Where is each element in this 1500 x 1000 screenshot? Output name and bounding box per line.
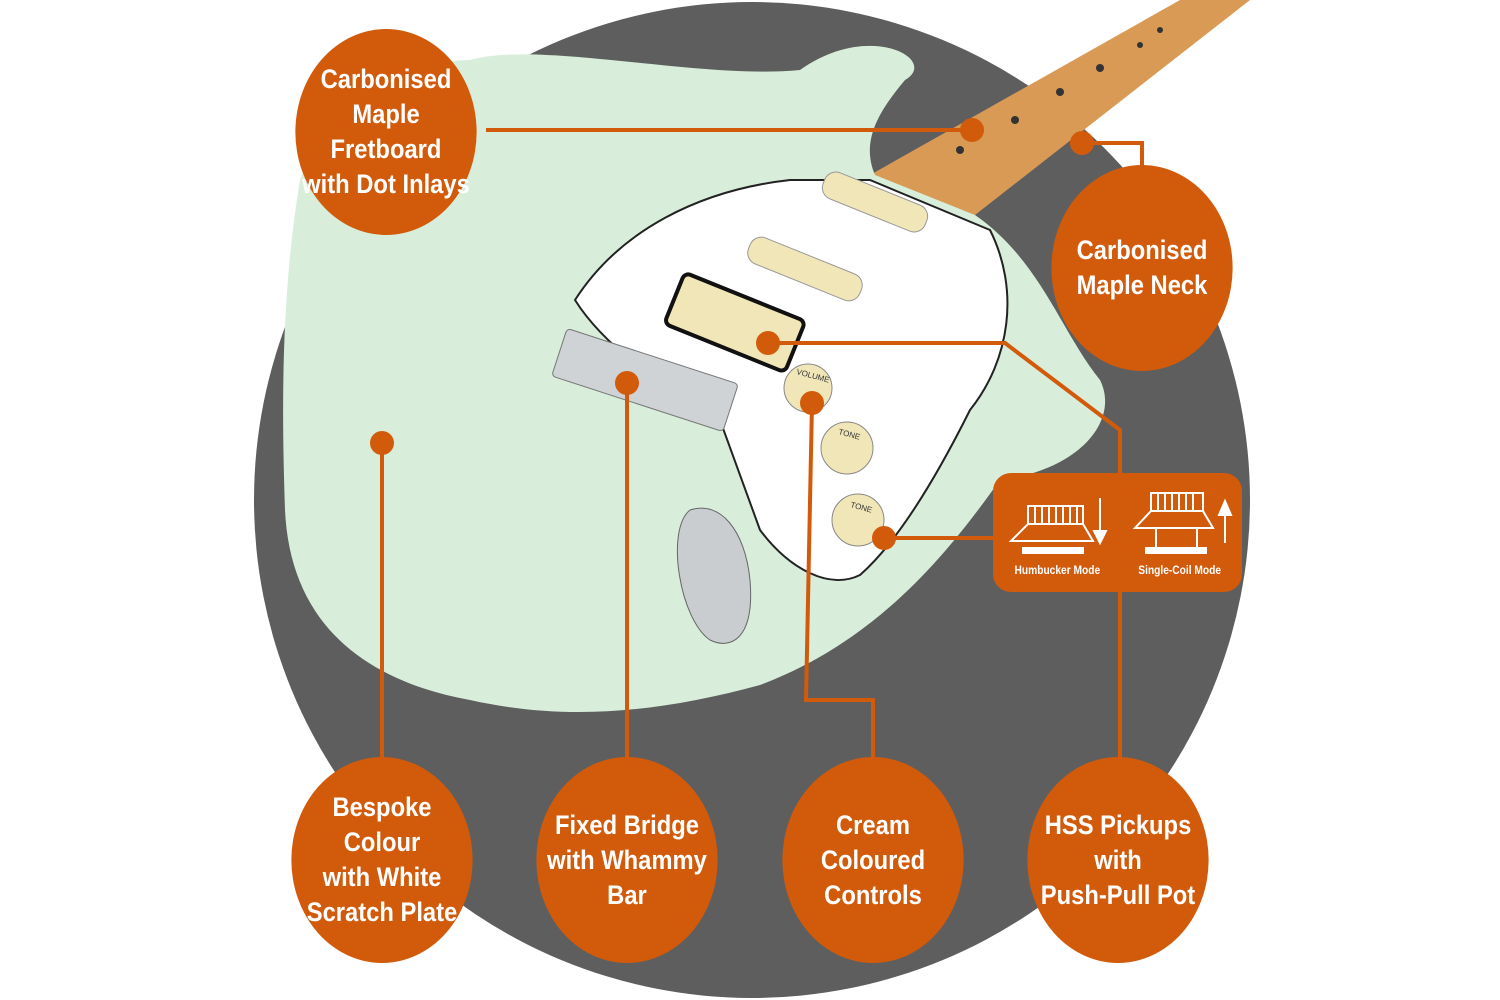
callout-dots	[370, 118, 1094, 550]
mode-icons	[1008, 492, 1233, 554]
callout-text: HSS Pickups with Push-Pull Pot	[1040, 809, 1196, 910]
callout-neck: Carbonised Maple Neck	[1051, 165, 1233, 371]
callout-fretboard: Carbonised Maple Fretboard with Dot Inla…	[295, 29, 477, 235]
bridge	[552, 328, 738, 432]
callout-colour: Bespoke Colour with White Scratch Plate	[291, 757, 473, 963]
single-coil-mode-icon	[1132, 492, 1215, 554]
callout-controls: Cream Coloured Controls	[782, 757, 964, 963]
humbucker-mode-label: Humbucker Mode	[1014, 563, 1101, 577]
callout-text: Fixed Bridge with Whammy Bar	[547, 809, 707, 910]
humbucker-mode-icon	[1008, 505, 1095, 554]
callout-pickups: HSS Pickups with Push-Pull Pot	[1027, 757, 1209, 963]
callout-bridge: Fixed Bridge with Whammy Bar	[536, 757, 718, 963]
callout-text: Bespoke Colour with White Scratch Plate	[306, 792, 458, 927]
callout-text: Carbonised Maple Fretboard with Dot Inla…	[302, 64, 470, 199]
callout-lines	[380, 128, 1144, 758]
control-knobs	[783, 363, 885, 547]
push-pull-mode-panel: Humbucker Mode Single-Coil Mode	[993, 473, 1242, 592]
arrow-up-icon	[1217, 498, 1233, 543]
callout-text: Carbonised Maple Neck	[1076, 235, 1208, 300]
arrow-down-icon	[1092, 498, 1108, 546]
single-coil-mode-label: Single-Coil Mode	[1138, 563, 1222, 577]
guitar-neck	[870, 0, 1250, 215]
jack-plate	[676, 507, 752, 644]
callout-text: Cream Coloured Controls	[820, 809, 926, 910]
